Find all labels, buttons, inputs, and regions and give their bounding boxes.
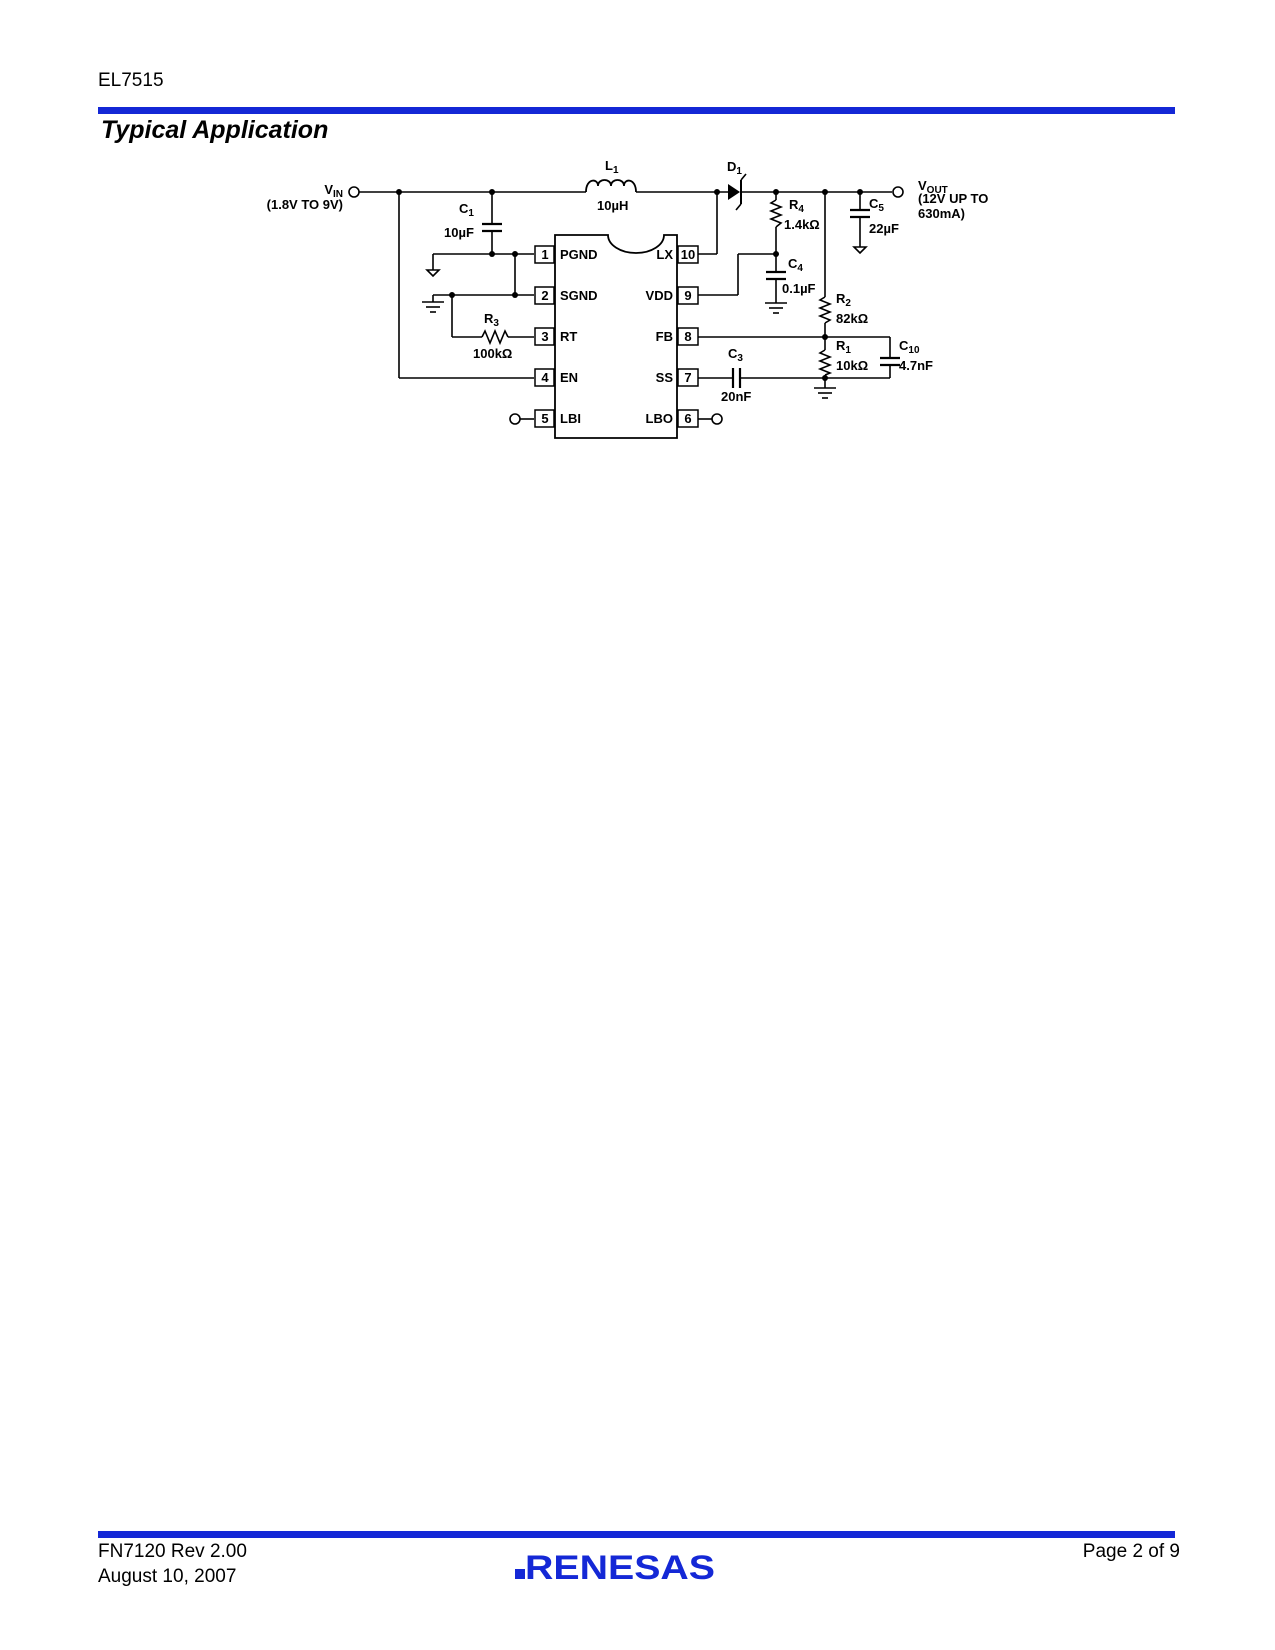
- c4-value: 0.1µF: [782, 281, 816, 296]
- pin-boxes: [534, 245, 699, 428]
- resistor-r3: [481, 328, 509, 346]
- resistor-r2: [817, 296, 833, 324]
- capacitor-c4: [766, 270, 786, 281]
- inductor-l1: [585, 179, 637, 193]
- vin-terminal: [348, 186, 360, 198]
- footer-page-number: Page 2 of 9: [1082, 1541, 1180, 1562]
- vout-label: VOUT: [918, 178, 948, 196]
- l1-ref: L1: [605, 158, 619, 176]
- c10-ref: C10: [899, 338, 920, 356]
- vout-terminal: [892, 186, 904, 198]
- r1-ref: R1: [836, 338, 851, 356]
- pin-name-lbo: LBO: [646, 411, 673, 426]
- diode-d1: [728, 173, 758, 211]
- pin-name-vdd: VDD: [646, 288, 673, 303]
- ground-c5-icon: [852, 246, 868, 255]
- header-part-number: EL7515: [98, 70, 164, 91]
- capacitor-c3: [731, 368, 742, 388]
- c10-value: 4.7nF: [899, 358, 933, 373]
- lbi-terminal: [509, 413, 521, 425]
- c3-value: 20nF: [721, 389, 751, 404]
- typical-application-schematic: 1 2 3 4 5 10 9 8 7 6 PGND SGND RT EN LBI…: [267, 158, 988, 439]
- r3-ref: R3: [484, 311, 499, 329]
- resistor-r1: [817, 349, 833, 376]
- pin-num-1: 1: [541, 247, 548, 262]
- pin-num-8: 8: [684, 329, 691, 344]
- svg-text:RENESAS: RENESAS: [525, 1549, 715, 1587]
- d1-ref: D1: [727, 159, 742, 177]
- c3-ref: C3: [728, 346, 743, 364]
- pin-name-ss: SS: [656, 370, 674, 385]
- ground-c4-icon: [765, 302, 787, 314]
- r2-value: 82kΩ: [836, 311, 868, 326]
- c4-ref: C4: [788, 256, 803, 274]
- c1-ref: C1: [459, 201, 474, 219]
- vin-label: VIN: [324, 182, 343, 200]
- footer-doc-number: FN7120 Rev 2.00: [98, 1541, 247, 1562]
- pin-num-4: 4: [541, 370, 549, 385]
- r2-ref: R2: [836, 291, 851, 309]
- r4-ref: R4: [789, 197, 804, 215]
- header-rule: [98, 107, 1175, 114]
- pin-name-rt: RT: [560, 329, 577, 344]
- l1-value: 10µH: [597, 198, 628, 213]
- pin-num-7: 7: [684, 370, 691, 385]
- ground-r1-icon: [814, 387, 836, 399]
- ground-sgnd-icon: [422, 301, 444, 313]
- r1-value: 10kΩ: [836, 358, 868, 373]
- capacitor-c10: [880, 356, 900, 367]
- ground-pgnd-icon: [425, 269, 441, 278]
- vout-spec-line1: (12V UP TO: [918, 191, 988, 206]
- c5-ref: C5: [869, 196, 884, 214]
- pin-num-6: 6: [684, 411, 691, 426]
- footer-date: August 10, 2007: [98, 1566, 237, 1587]
- lbo-terminal: [711, 413, 723, 425]
- ic-body: [554, 234, 678, 439]
- pin-name-fb: FB: [656, 329, 673, 344]
- c5-value: 22µF: [869, 221, 899, 236]
- pin-name-sgnd: SGND: [560, 288, 598, 303]
- pin-num-5: 5: [541, 411, 548, 426]
- resistor-r4: [768, 199, 784, 228]
- pin-name-pgnd: PGND: [560, 247, 598, 262]
- pin-num-10: 10: [681, 247, 695, 262]
- vin-range: (1.8V TO 9V): [267, 197, 343, 212]
- pin-num-3: 3: [541, 329, 548, 344]
- capacitor-c1: [482, 222, 502, 233]
- r4-value: 1.4kΩ: [784, 217, 820, 232]
- r3-value: 100kΩ: [473, 346, 512, 361]
- footer-rule: [98, 1531, 1175, 1538]
- section-title: Typical Application: [101, 116, 329, 144]
- capacitor-c5: [850, 208, 870, 219]
- pin-num-2: 2: [541, 288, 548, 303]
- pin-name-lx: LX: [656, 247, 673, 262]
- pin-name-en: EN: [560, 370, 578, 385]
- junctions: [396, 189, 863, 381]
- pin-num-9: 9: [684, 288, 691, 303]
- renesas-logo: RENESAS: [515, 1549, 715, 1587]
- c1-value: 10µF: [444, 225, 474, 240]
- pin-name-lbi: LBI: [560, 411, 581, 426]
- vout-spec-line2: 630mA): [918, 206, 965, 221]
